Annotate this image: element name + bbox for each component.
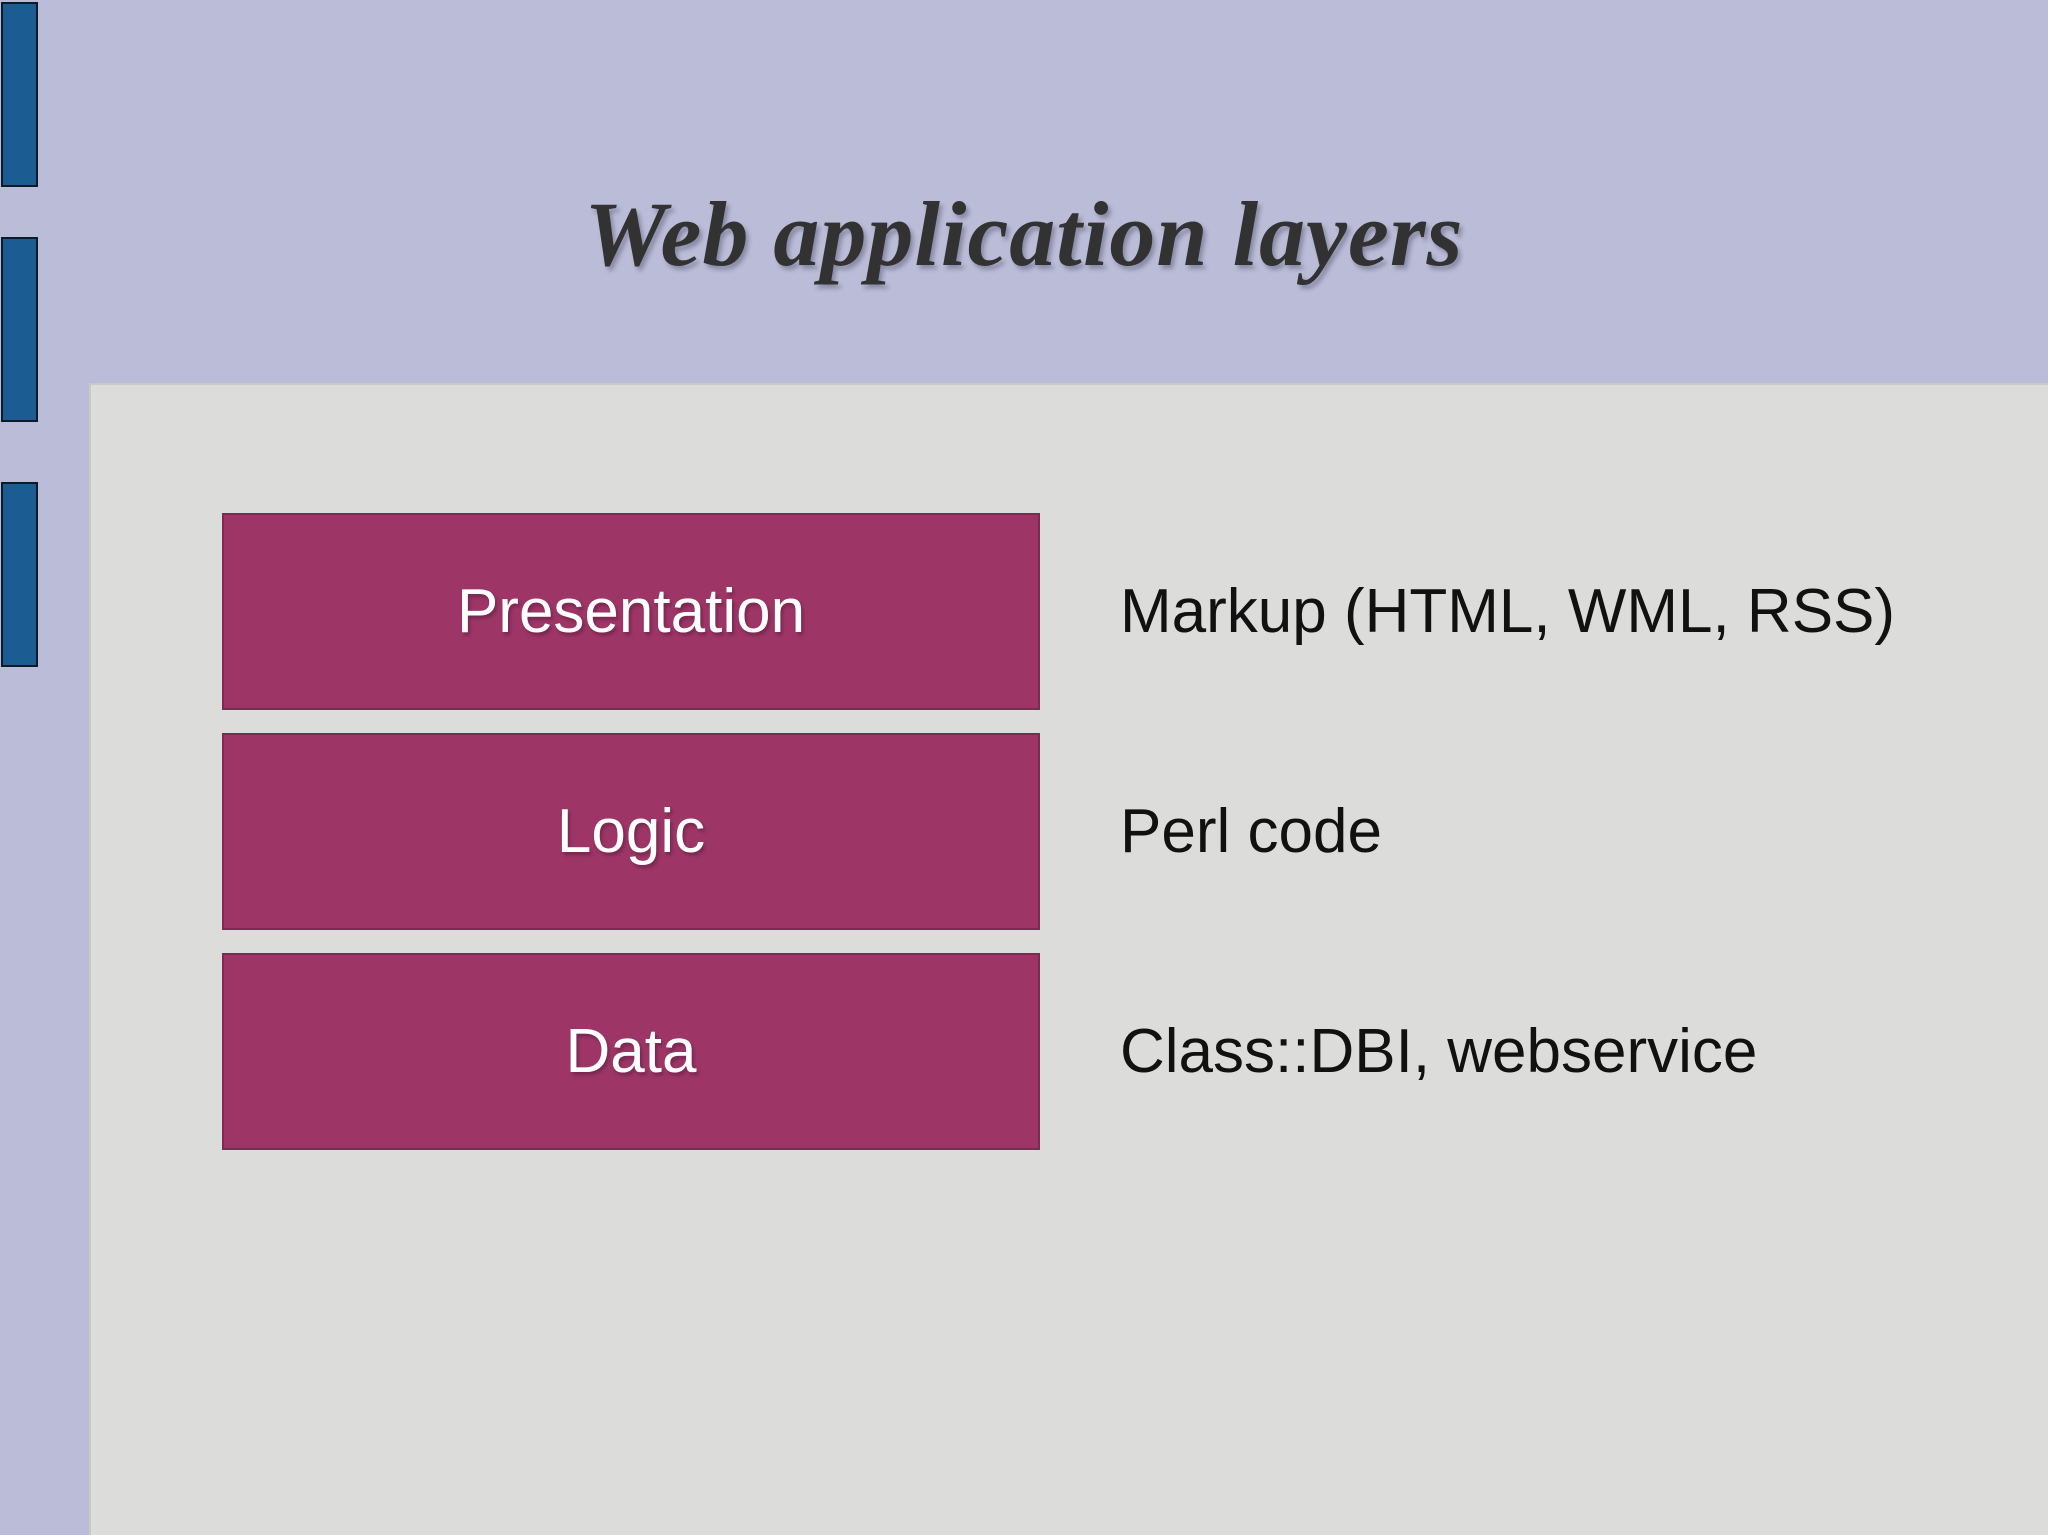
sidebar-marker-icon xyxy=(1,2,38,187)
layer-tech-label: Class::DBI, webservice xyxy=(1120,1016,1758,1086)
layer-tech-label: Markup (HTML, WML, RSS) xyxy=(1120,576,1896,646)
layer-row: Presentation Markup (HTML, WML, RSS) xyxy=(222,513,1895,710)
sidebar-marker-icon xyxy=(1,482,38,667)
left-markers xyxy=(1,2,38,667)
layer-name-label: Data xyxy=(565,1016,697,1086)
layer-box: Presentation xyxy=(222,513,1040,710)
content-panel: Presentation Markup (HTML, WML, RSS) Log… xyxy=(89,383,2048,1535)
layer-name-label: Presentation xyxy=(456,576,806,646)
layer-row: Data Class::DBI, webservice xyxy=(222,953,1895,1150)
sidebar-marker-icon xyxy=(1,237,38,422)
layer-box: Data xyxy=(222,953,1040,1150)
slide-title: Web application layers xyxy=(584,183,1464,285)
layer-name-label: Logic xyxy=(556,796,706,866)
layer-rows: Presentation Markup (HTML, WML, RSS) Log… xyxy=(222,513,1895,1150)
layer-box: Logic xyxy=(222,733,1040,930)
layer-row: Logic Perl code xyxy=(222,733,1895,930)
layer-tech-label: Perl code xyxy=(1120,796,1382,866)
